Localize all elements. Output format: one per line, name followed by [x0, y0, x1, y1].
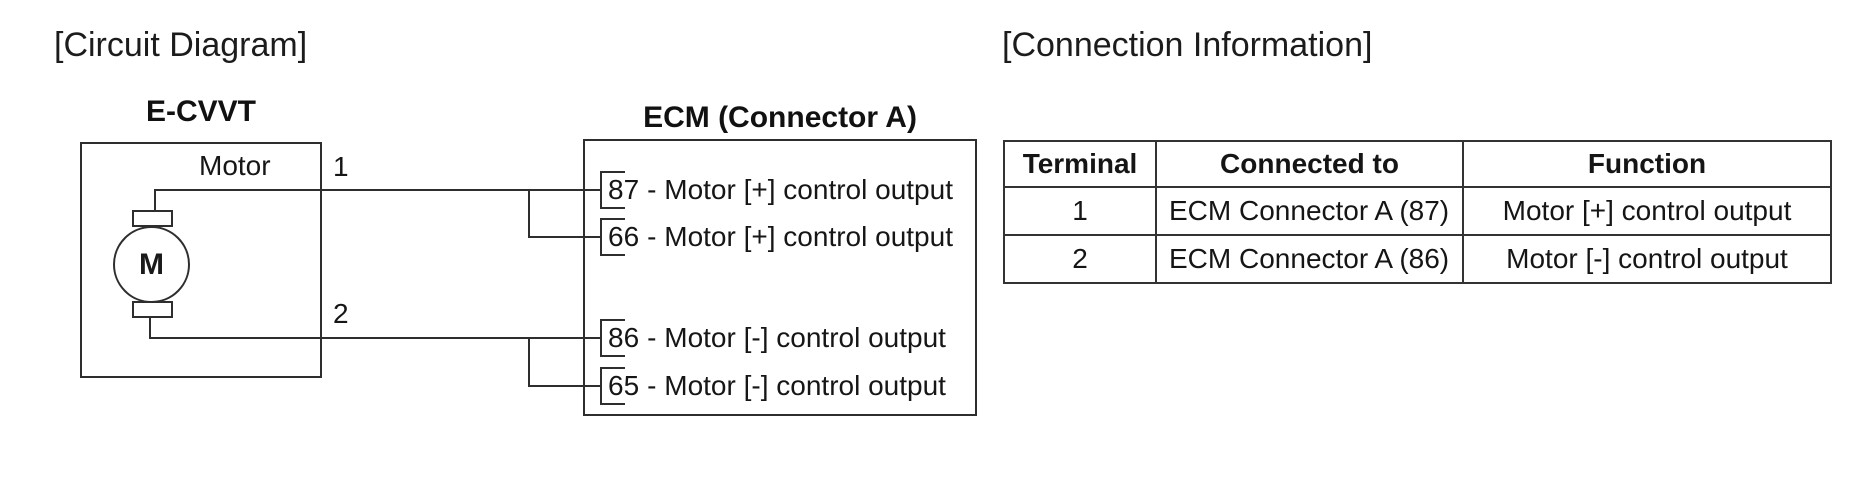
connection-information-heading: [Connection Information] [1002, 26, 1373, 64]
motor-top-lead-wire [154, 190, 156, 211]
pin-66-number: 66 [608, 221, 640, 252]
ecm-title: ECM (Connector A) [643, 101, 917, 134]
row2-connected-to: ECM Connector A (86) [1155, 234, 1464, 284]
motor-label: Motor [199, 150, 271, 181]
pin-87-row: 87- Motor [+] control output [608, 174, 953, 206]
ecm-box [583, 139, 977, 416]
pin-65-bracket [600, 367, 625, 405]
pin-86-row: 86- Motor [-] control output [608, 322, 946, 354]
col-header-function: Function [1462, 140, 1832, 188]
motor-symbol-letter: M [139, 247, 164, 281]
row2-terminal: 2 [1003, 234, 1157, 284]
wire-terminal1-horizontal [154, 189, 601, 191]
pin-87-bracket [600, 171, 625, 209]
pin-66-bracket [600, 218, 625, 256]
pin-86-number: 86 [608, 322, 640, 353]
terminal-2-label: 2 [333, 298, 349, 329]
wire-terminal2-horizontal [149, 337, 601, 339]
pin-66-row: 66- Motor [+] control output [608, 221, 953, 253]
col-header-connected-to: Connected to [1155, 140, 1464, 188]
pin-65-number: 65 [608, 370, 640, 401]
wire-terminal1-branch-horizontal [528, 236, 601, 238]
table-row: 1 ECM Connector A (87) Motor [+] control… [1003, 186, 1832, 236]
connection-table: Terminal Connected to Function 1 ECM Con… [1003, 140, 1832, 284]
motor-bottom-brush [132, 301, 173, 318]
pin-86-bracket [600, 319, 625, 357]
motor-bottom-lead-wire [149, 317, 151, 338]
row1-function: Motor [+] control output [1462, 186, 1832, 236]
wire-terminal1-branch-vertical [528, 189, 530, 238]
pin-65-row: 65- Motor [-] control output [608, 370, 946, 402]
motor-top-brush [132, 210, 173, 227]
pin-87-label: - Motor [+] control output [647, 174, 953, 205]
pin-65-label: - Motor [-] control output [647, 370, 946, 401]
table-row: 2 ECM Connector A (86) Motor [-] control… [1003, 234, 1832, 284]
pin-87-number: 87 [608, 174, 640, 205]
ecvvt-box [80, 142, 322, 378]
pin-86-label: - Motor [-] control output [647, 322, 946, 353]
col-header-terminal: Terminal [1003, 140, 1157, 188]
row1-connected-to: ECM Connector A (87) [1155, 186, 1464, 236]
row2-function: Motor [-] control output [1462, 234, 1832, 284]
circuit-diagram-heading: [Circuit Diagram] [54, 26, 308, 64]
wire-terminal2-branch-horizontal [528, 385, 601, 387]
ecvvt-title: E-CVVT [145, 95, 256, 128]
pin-66-label: - Motor [+] control output [647, 221, 953, 252]
motor-symbol: M [113, 226, 190, 303]
terminal-1-label: 1 [333, 151, 349, 182]
wire-terminal2-branch-vertical [528, 337, 530, 387]
row1-terminal: 1 [1003, 186, 1157, 236]
connection-table-header-row: Terminal Connected to Function [1003, 140, 1832, 188]
